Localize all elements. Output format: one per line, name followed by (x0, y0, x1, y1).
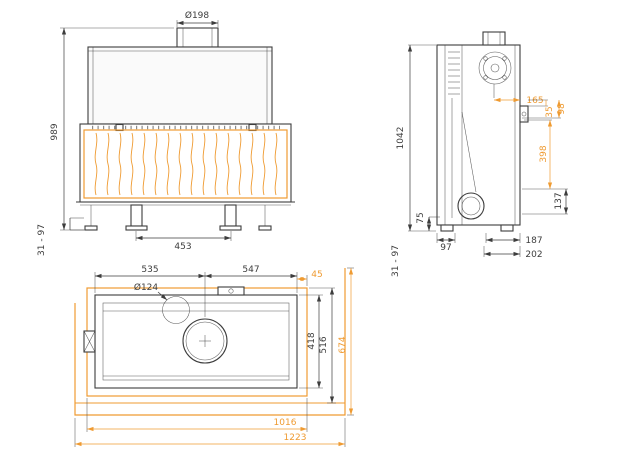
dim-front-flue-diameter: Ø198 (176, 10, 219, 27)
dim-label-75: 75 (416, 212, 426, 223)
dim-label-35: 35 (545, 106, 555, 117)
bench-outline (74, 268, 346, 416)
dim-side-overall-height: 1042 (396, 44, 436, 232)
foot-pad-right (219, 225, 242, 231)
dim-plan-bench-width: 1223 (74, 418, 346, 447)
dim-plan-frame-width: 1016 (86, 398, 308, 432)
firebox-slats (94, 132, 278, 196)
dim-plan-bench-depth: 674 (338, 267, 354, 416)
dim-label-535: 535 (141, 265, 158, 275)
dim-label-202: 202 (525, 250, 542, 260)
dim-label-1042: 1042 (396, 127, 406, 150)
foot-pad-outer-right (258, 225, 272, 231)
dim-side-base-total: 202 (483, 246, 543, 260)
dim-label-o124: Ø124 (134, 282, 159, 293)
dim-label-418: 418 (307, 332, 317, 349)
dim-label-1016: 1016 (274, 418, 297, 428)
side-view-body (436, 31, 529, 232)
dim-label-398: 398 (539, 145, 549, 162)
flue-collar-side (482, 31, 506, 46)
dim-front-foot-spacing: 453 (135, 231, 232, 252)
dim-label-98: 98 (557, 103, 567, 115)
foot-pad-outer-left (84, 225, 98, 231)
plan-view-body (74, 268, 346, 416)
fan-housing (478, 51, 512, 85)
junction-box-plan (217, 286, 245, 296)
dim-side-outlet-height: 137 (522, 189, 569, 215)
dim-plan-frame-offset: 45 (297, 270, 323, 286)
dim-label-1223: 1223 (284, 433, 307, 443)
leg-left (130, 204, 143, 227)
dim-front-overall-height: 989 (50, 28, 67, 230)
dim-side-flue-to-back: 165 (493, 84, 544, 106)
dim-label-516: 516 (319, 336, 329, 353)
dim-plan-frame-depth: 516 (309, 287, 336, 404)
dim-label-165: 165 (526, 96, 543, 106)
body-side (436, 44, 521, 226)
dim-plan-air-inlet: Ø124 (134, 282, 168, 301)
dim-side-base-front: 97 (436, 233, 456, 253)
dim-label-547: 547 (242, 265, 259, 275)
plan-view: 535 547 Ø124 45 418 516 674 (74, 265, 354, 447)
rear-bracket (519, 105, 529, 123)
dim-side-top-offset: 35 (522, 99, 555, 118)
dim-front-foot-adjust: 31 - 97 (37, 217, 84, 256)
dim-label-674: 674 (338, 336, 348, 353)
dim-label-45: 45 (311, 270, 322, 280)
accent-frame-front (83, 129, 288, 199)
dim-plan-top-widths: 535 547 (94, 265, 298, 317)
dim-label-97: 97 (440, 243, 451, 253)
dim-label-31-97-side: 31 - 97 (391, 245, 401, 277)
hood-front (87, 46, 273, 125)
body-plan (94, 294, 298, 389)
dim-side-foot-adjust: 31 - 97 (391, 245, 401, 277)
dim-label-989: 989 (50, 123, 60, 140)
firebox-frame-front (79, 123, 292, 203)
dim-side-rear-panel: 398 (522, 119, 568, 190)
dim-side-collar-offset: 98 (522, 100, 567, 119)
dim-label-o198: Ø198 (185, 10, 210, 21)
leg-right (224, 204, 237, 227)
dim-side-base-rear: 187 (485, 233, 543, 246)
side-view: 1042 75 165 35 98 398 (391, 31, 569, 277)
vent-grille-side (448, 51, 460, 95)
front-view-body (60, 27, 295, 231)
dim-label-137: 137 (554, 192, 564, 209)
front-view: 989 Ø198 453 31 - 97 (37, 10, 295, 256)
foot-pad-left (125, 225, 148, 231)
duct-outlet-side (457, 192, 485, 220)
dim-label-453: 453 (174, 242, 191, 252)
flue-circle-plan (182, 318, 228, 364)
foot-rear-side (500, 224, 514, 232)
dim-plan-body-depth: 418 (299, 294, 323, 389)
foot-front-side (440, 224, 454, 232)
dim-label-31-97-front: 31 - 97 (37, 224, 47, 256)
dim-label-187: 187 (525, 236, 542, 246)
dim-side-front-foot: 75 (416, 212, 440, 231)
air-inlet-circle-plan (162, 296, 190, 324)
